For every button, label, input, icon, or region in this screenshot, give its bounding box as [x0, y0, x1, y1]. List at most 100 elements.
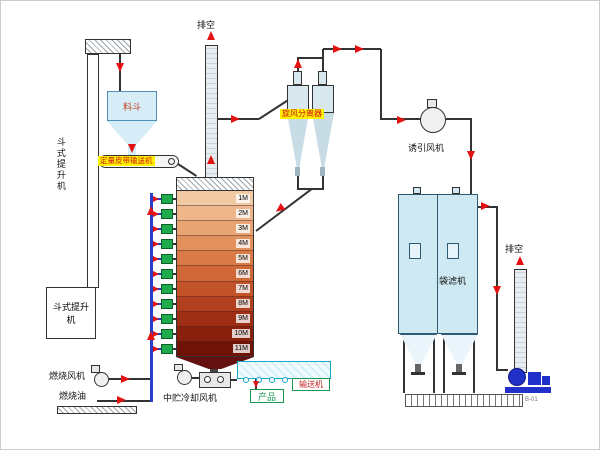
rotary-valve-wheel [217, 376, 224, 383]
flow-arrow-icon [147, 206, 155, 215]
burner-valve [161, 209, 173, 219]
tower-band: 2M [177, 206, 253, 222]
elevator-boot-label: 斗式提升机 [52, 302, 89, 325]
combustion-fan-motor [91, 365, 100, 373]
exhaust-fan-icon [508, 368, 526, 386]
valve-tower-pipe [173, 348, 177, 350]
belt-pulley [168, 158, 175, 165]
exhaust-stack-right [514, 269, 527, 373]
burner-valve [161, 299, 173, 309]
valve-row [147, 224, 181, 234]
valve-row [147, 329, 181, 339]
bag-filter-label: 袋滤机 [439, 276, 467, 286]
flow-marker-icon [153, 211, 159, 217]
tower-band-label: 11M [232, 344, 250, 354]
cyclone-top-stub [318, 71, 327, 85]
bagfilter-door [447, 243, 459, 259]
support-grate [405, 394, 523, 407]
tower-band: 10M [177, 326, 253, 342]
bagfilter-door [409, 243, 421, 259]
top-header-pipe [323, 48, 381, 50]
flow-marker-icon [153, 256, 159, 262]
burner-valve [161, 224, 173, 234]
tower-band-label: 8M [236, 299, 250, 309]
product-label: 产品 [257, 391, 276, 402]
tower-band: 6M [177, 266, 253, 282]
cyclone-cone [312, 113, 334, 167]
burner-valve [161, 284, 173, 294]
tower-outlet [210, 369, 218, 373]
cyclone-dust-pipe [322, 175, 324, 189]
cooling-fan-motor [174, 364, 183, 371]
tower-band-label: 1M [236, 193, 250, 203]
burner-valve [161, 269, 173, 279]
tower-band-label: 4M [236, 238, 250, 248]
tower-cap [176, 177, 254, 191]
burner-valve [161, 329, 173, 339]
cooling-air-pipe [192, 377, 199, 379]
valve-row [147, 254, 181, 264]
cyclone-outlet-pipe [297, 57, 323, 59]
flow-marker-icon [153, 196, 159, 202]
tower-band-label: 9M [236, 314, 250, 324]
cyclone-dust-pipe [297, 175, 299, 189]
valve-rows [147, 191, 181, 357]
combustion-fan-label: 燃烧风机 [49, 371, 86, 381]
burner-valve [161, 314, 173, 324]
valve-tower-pipe [173, 213, 177, 215]
fuel-oil-label: 燃烧油 [59, 391, 87, 401]
cyclone-tail [320, 167, 325, 176]
outlet-flange [452, 372, 466, 375]
flow-arrow-icon [516, 256, 524, 265]
product-tag: 产品 [250, 389, 284, 403]
conveyor-tag: 输送机 [292, 378, 330, 391]
tower-band: 1M [177, 191, 253, 207]
cyclone-top-stub [293, 71, 302, 85]
discharge-pipe [231, 379, 237, 381]
flow-marker-icon [153, 316, 159, 322]
tower-band: 3M [177, 221, 253, 237]
grate-tag-label: B-01 [525, 397, 538, 403]
valve-row [147, 194, 181, 204]
combustion-fan-icon [94, 372, 109, 387]
bagfilter-hopper [400, 334, 437, 365]
tower-band-label: 7M [236, 284, 250, 294]
valve-row [147, 299, 181, 309]
fan-inlet-pipe [380, 49, 382, 120]
cooling-fan-icon [177, 370, 192, 385]
cyclone-tail [295, 167, 300, 176]
bag-filter-body [398, 194, 478, 334]
bagfilter-nozzle [452, 187, 460, 194]
exhaust-fan-motor [542, 376, 550, 385]
chute-pipe [119, 54, 121, 91]
flow-arrow-icon [397, 116, 406, 124]
valve-row [147, 284, 181, 294]
tower-band-label: 5M [236, 253, 250, 263]
exhaust-fan-base [505, 387, 551, 393]
flow-arrow-icon [231, 115, 240, 123]
tower-band: 9M [177, 311, 253, 327]
bagfilter-leg [443, 334, 445, 393]
air-riser-pipe [150, 193, 153, 402]
conveyor-roller [256, 377, 262, 383]
valve-row [147, 239, 181, 249]
bagfilter-leg [433, 334, 435, 393]
cooling-fan-label: 中贮冷却风机 [163, 393, 218, 403]
bagfilter-leg [473, 334, 475, 393]
hopper-funnel [107, 121, 157, 145]
tower-band-label: 6M [236, 269, 250, 279]
tower-band-label: 2M [236, 208, 250, 218]
flow-marker-icon [153, 346, 159, 352]
flow-arrow-icon [294, 59, 302, 68]
exhaust-fan-motor [528, 372, 541, 385]
pump-inlet-pipe [496, 369, 508, 371]
flow-arrow-icon [355, 45, 364, 53]
flow-arrow-icon [147, 331, 155, 340]
valve-row [147, 269, 181, 279]
conveyor-roller [269, 377, 275, 383]
valve-tower-pipe [173, 273, 177, 275]
fan-outlet-pipe [446, 118, 472, 120]
outlet-flange [411, 372, 425, 375]
valve-tower-pipe [173, 318, 177, 320]
valve-row [147, 344, 181, 354]
